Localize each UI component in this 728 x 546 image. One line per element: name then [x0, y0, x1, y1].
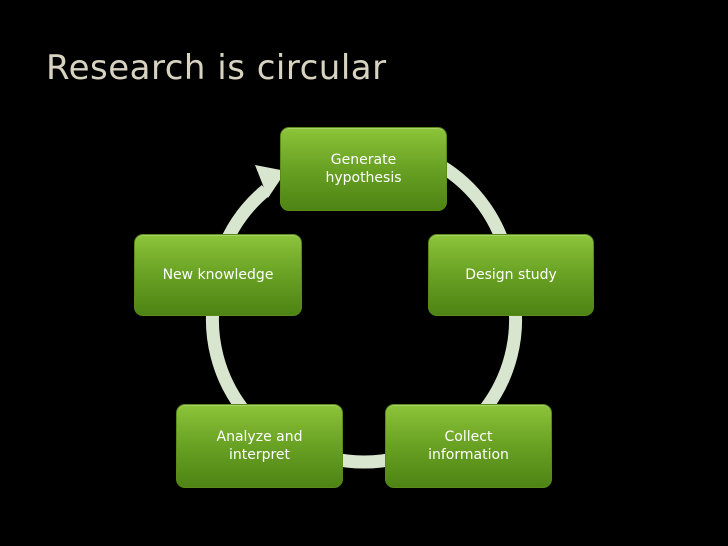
- cycle-node-analyze-and-interpret: Analyze and interpret: [176, 404, 343, 488]
- cycle-node-label: Generate hypothesis: [325, 152, 402, 186]
- cycle-node-label: Collect information: [428, 429, 509, 463]
- cycle-node-label: Analyze and interpret: [216, 429, 303, 463]
- cycle-node-new-knowledge: New knowledge: [134, 234, 302, 316]
- cycle-arrowhead-icon: [255, 165, 286, 198]
- cycle-node-generate-hypothesis: Generate hypothesis: [280, 127, 447, 211]
- cycle-node-label: New knowledge: [162, 267, 274, 283]
- cycle-node-design-study: Design study: [428, 234, 594, 316]
- slide-title: Research is circular: [46, 48, 387, 88]
- cycle-node-label: Design study: [465, 267, 557, 283]
- cycle-node-collect-information: Collect information: [385, 404, 552, 488]
